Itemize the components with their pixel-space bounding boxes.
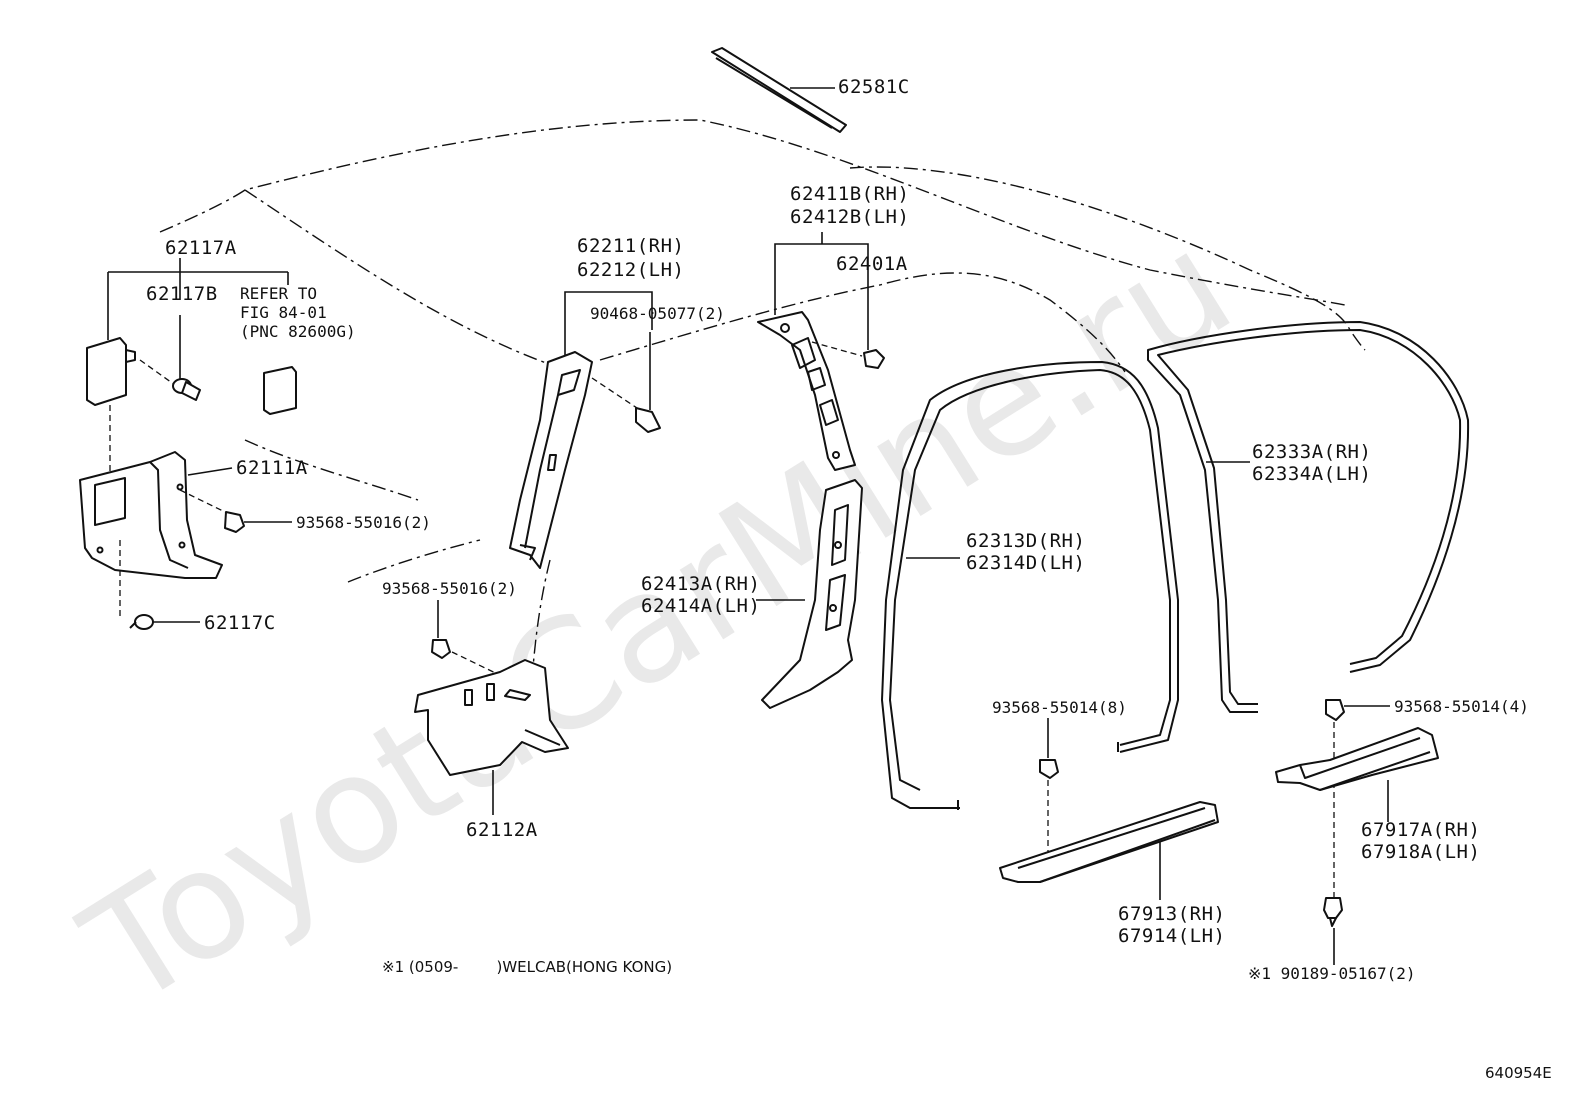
part-62117C-clip (129, 614, 200, 630)
label-refer-pnc: (PNC 82600G) (240, 322, 356, 341)
part-bolt-93568-55016-left (179, 489, 292, 533)
footnote-welcab: ※1 (0509- )WELCAB(HONG KONG) (382, 958, 672, 976)
part-62411B-pillar (757, 232, 885, 471)
label-90468: 90468-05077(2) (590, 304, 725, 323)
label-67918A: 67918A(LH) (1361, 841, 1480, 863)
label-62581C: 62581C (838, 76, 910, 98)
part-labels: 62581C 62117A 62117B REFER TO FIG 84-01 … (146, 76, 1529, 983)
label-62413A: 62413A(RH) (641, 573, 760, 595)
label-62411B: 62411B(RH) (790, 183, 909, 205)
part-67913-scuff (999, 801, 1219, 900)
label-62313D: 62313D(RH) (966, 530, 1085, 552)
part-62117A (86, 337, 176, 406)
label-93568-55016-b: 93568-55016(2) (382, 579, 517, 598)
label-90189: ※1 90189-05167(2) (1248, 964, 1416, 983)
label-62333A: 62333A(RH) (1252, 441, 1371, 463)
part-62111A (79, 405, 233, 620)
label-62117B: 62117B (146, 283, 218, 305)
label-62412B: 62412B(LH) (790, 206, 909, 228)
part-62413A-pillar (756, 479, 863, 709)
part-screw-93568-55014-front (1039, 718, 1059, 860)
label-67917A: 67917A(RH) (1361, 819, 1480, 841)
label-refer-fig: FIG 84-01 (240, 303, 327, 322)
part-62581C (711, 47, 847, 133)
figure-id: 640954E (1485, 1064, 1552, 1082)
label-93568-55014-8: 93568-55014(8) (992, 698, 1127, 717)
label-62401A: 62401A (836, 253, 908, 275)
part-screw-93568-55014-rear (1325, 699, 1390, 900)
part-62117B-clip (172, 378, 201, 401)
part-62333A-weatherstrip (1147, 321, 1470, 713)
label-62117C: 62117C (204, 612, 276, 634)
label-62414A: 62414A(LH) (641, 595, 760, 617)
label-62334A: 62334A(LH) (1252, 463, 1371, 485)
part-62112A (414, 659, 569, 815)
part-62313D-weatherstrip (881, 361, 1179, 810)
label-62211: 62211(RH) (577, 235, 684, 257)
label-62314D: 62314D(LH) (966, 552, 1085, 574)
part-62211-pillar (509, 291, 661, 569)
part-refer-cover (263, 366, 297, 415)
label-67913: 67913(RH) (1118, 903, 1225, 925)
label-62112A: 62112A (466, 819, 538, 841)
part-67917A-scuff (1275, 727, 1439, 822)
label-62212: 62212(LH) (577, 259, 684, 281)
leader-62117A (107, 258, 289, 380)
part-90189-clip (1323, 897, 1343, 965)
label-67914: 67914(LH) (1118, 925, 1225, 947)
label-refer-to: REFER TO (240, 284, 317, 303)
body-outline (159, 119, 1366, 681)
label-62111A: 62111A (236, 457, 308, 479)
label-62117A: 62117A (165, 237, 237, 259)
label-93568-55014-4: 93568-55014(4) (1394, 697, 1529, 716)
label-93568-55016-a: 93568-55016(2) (296, 513, 431, 532)
